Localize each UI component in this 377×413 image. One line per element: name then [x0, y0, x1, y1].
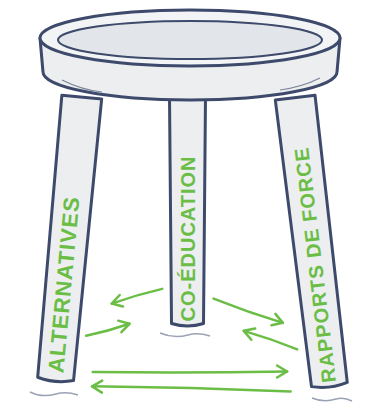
- double-arrow-connector: [112, 289, 163, 307]
- seat-hatch: [62, 78, 320, 92]
- double-arrow-connector: [86, 321, 129, 336]
- arrow-head: [112, 295, 123, 307]
- arrow-head: [277, 366, 287, 378]
- leg-label: ALTERNATIVES: [34, 93, 103, 387]
- leg-label: RAPPORTS DE FORCE: [274, 93, 351, 393]
- shadow-scribble: [30, 392, 78, 396]
- stool-leg: ALTERNATIVES: [34, 93, 103, 387]
- arrow-head: [271, 314, 282, 325]
- shadow-scribble: [312, 398, 352, 401]
- arrow-line: [93, 372, 287, 373]
- arrow-head: [118, 321, 129, 333]
- double-arrow-connector: [92, 381, 291, 393]
- double-arrow-connector: [214, 299, 283, 326]
- leg-label: CO-ÉDUCATION: [168, 95, 206, 330]
- arrow-line: [92, 386, 291, 391]
- double-arrow-connector: [93, 366, 287, 378]
- shadow-scribble: [160, 333, 210, 337]
- double-arrow-connector: [244, 328, 297, 349]
- stool-leg: CO-ÉDUCATION: [168, 95, 206, 330]
- arrow-head: [244, 328, 255, 339]
- arrow-head: [92, 381, 102, 393]
- seat-rim: [58, 21, 322, 59]
- seat-top: [40, 10, 340, 66]
- arrow-line: [214, 299, 283, 323]
- stool-leg: RAPPORTS DE FORCE: [274, 93, 351, 393]
